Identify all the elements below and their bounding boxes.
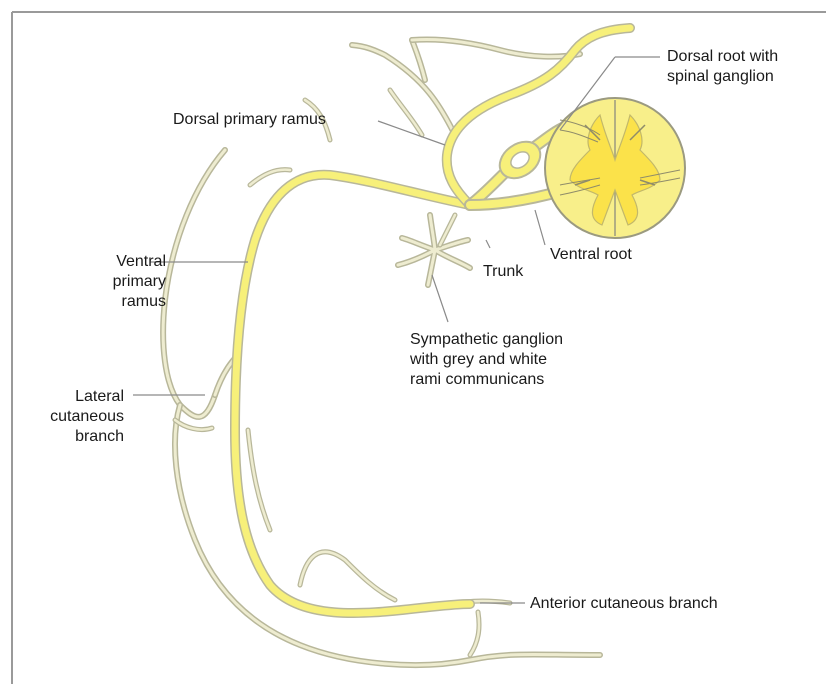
label-ventral-primary-ramus: Ventral primary ramus [40,252,166,312]
label-ventral-root: Ventral root [550,245,632,265]
label-anterior-cutaneous-branch: Anterior cutaneous branch [530,594,718,614]
label-trunk: Trunk [483,262,523,282]
spinal-cord [545,98,685,238]
outer-cutaneous-nerve [163,150,600,665]
label-lateral-cutaneous-branch: Lateral cutaneous branch [10,387,124,447]
leader-ventral-root [535,210,545,245]
sympathetic-ganglion [398,215,470,285]
leader-sympathetic-ganglion [432,275,448,322]
label-dorsal-primary-ramus: Dorsal primary ramus [173,110,326,130]
ventral-ramus-branches [248,430,510,655]
leader-trunk [486,240,490,248]
leader-dorsal-primary-ramus [378,121,445,145]
label-dorsal-root: Dorsal root with spinal ganglion [667,47,778,87]
label-sympathetic-ganglion: Sympathetic ganglion with grey and white… [410,330,563,390]
